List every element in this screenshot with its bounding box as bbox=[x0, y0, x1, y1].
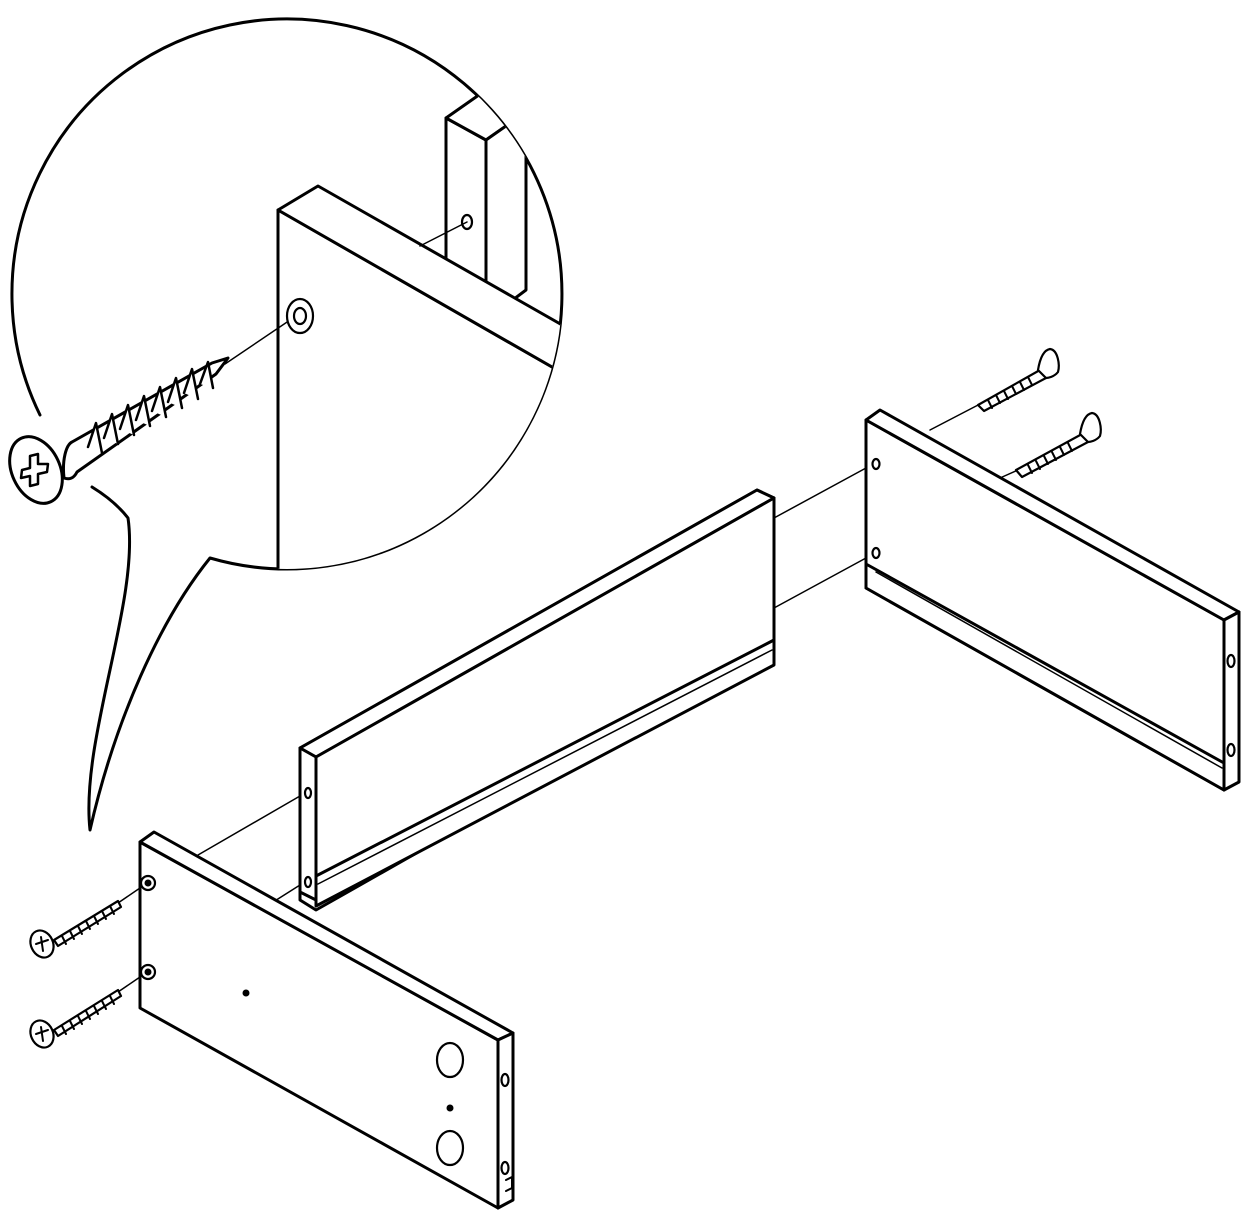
screw-left-lower bbox=[29, 976, 141, 1049]
phillips-screw-icon bbox=[19, 452, 50, 488]
front-panel-bore bbox=[435, 1129, 465, 1167]
detail-screw bbox=[8, 356, 230, 505]
front-panel bbox=[138, 830, 515, 1210]
screw-thread bbox=[86, 360, 215, 455]
screw-left-upper bbox=[29, 887, 141, 959]
front-panel-bore bbox=[435, 1041, 465, 1079]
detail-callout bbox=[8, 17, 564, 832]
right-panel-groove bbox=[864, 562, 1226, 792]
back-rail-groove bbox=[314, 638, 776, 908]
back-rail bbox=[298, 488, 776, 912]
screw-right-lower bbox=[999, 411, 1102, 479]
right-side-panel bbox=[864, 408, 1241, 792]
screw-right-upper bbox=[929, 347, 1060, 431]
